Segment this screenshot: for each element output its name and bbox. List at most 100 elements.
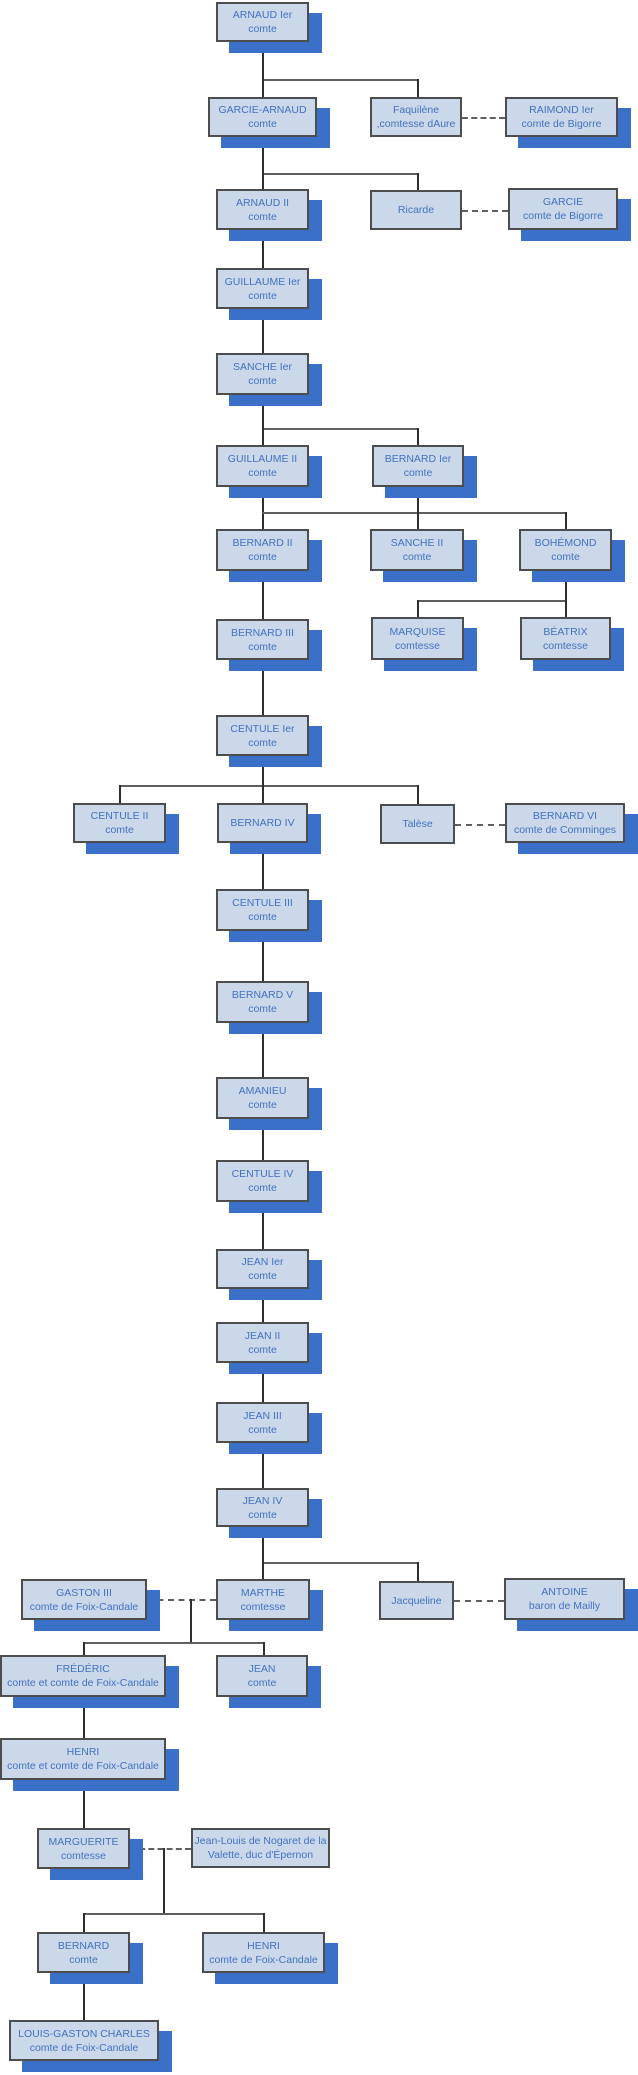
person-title: comtesse [543,639,588,652]
descent-line [262,428,418,430]
descent-line [262,79,418,81]
descent-line [417,785,419,804]
person-title: comtesse [395,639,440,652]
descent-line [263,1642,265,1655]
descent-line [163,1848,165,1913]
person-name: JEAN III [243,1409,282,1422]
person-title: comtesse [240,1600,286,1613]
person-title: comte [248,551,277,563]
person-title: comte [248,1423,277,1436]
descent-line [262,843,264,889]
person-name: JEAN IV [242,1494,283,1507]
person-name: GUILLAUME Ier [224,275,301,288]
person-name: LOUIS-GASTON CHARLES [18,2027,150,2040]
descent-line [262,1289,264,1322]
person-title: comte de Foix-Candale [209,1953,318,1966]
person-title: comte de Foix-Candale [29,1600,139,1613]
person-name: HENRI [66,1746,100,1758]
person-title: comte et comte de Foix-Candale [7,1677,159,1689]
descent-line [417,487,419,512]
marriage-dashed-line [454,1600,504,1602]
person-name: BERNARD [57,1939,110,1952]
descent-line [83,1913,264,1915]
descent-line [262,660,264,715]
person-title: Valette, duc d'Épernon [207,1849,314,1861]
person-title: baron de Mailly [528,1600,601,1612]
person-name: SANCHE II [390,537,444,549]
person-box-bernard-4: BERNARD IV [217,803,308,843]
descent-line [262,756,264,785]
descent-line [417,512,419,529]
descent-line [119,785,418,787]
descent-line [262,512,566,514]
descent-line [83,1642,85,1655]
person-box-ricarde: Ricarde [370,190,462,230]
descent-line [83,1642,264,1644]
descent-line [565,512,567,529]
person-title: comte de Foix-Candale [29,2041,139,2054]
person-name: GUILLAUME II [227,453,298,465]
person-name: CENTULE IV [231,1168,294,1180]
person-title: comte [69,1953,98,1966]
descent-line [83,1780,85,1828]
person-name: MARQUISE [389,625,446,638]
person-title: comte [248,23,277,35]
person-title: comte [248,289,277,302]
marriage-dashed-line [147,1599,216,1601]
person-title: comte [248,1182,277,1194]
person-title: comte [248,640,277,653]
person-name: Faquilène [392,104,440,116]
person-title: comte [248,1343,277,1356]
person-title: comte [247,1677,277,1689]
person-title: comte [248,1508,277,1521]
descent-line [83,1913,85,1932]
person-name: Jacqueline [391,1594,442,1607]
person-name: JEAN II [244,1329,281,1342]
person-name: BERNARD IV [230,817,295,829]
person-name: ARNAUD II [235,196,290,209]
person-name: ANTOINE [541,1586,588,1598]
descent-line [83,1973,85,2020]
marriage-dashed-line [455,824,505,826]
descent-line [262,428,264,445]
descent-line [565,600,567,617]
person-title: comte [248,736,277,749]
person-name: CENTULE III [232,897,293,909]
descent-line [417,600,419,617]
person-name: CENTULE Ier [230,722,295,735]
person-name: MARGUERITE [48,1835,119,1848]
person-box-talese: Talèse [380,804,455,844]
descent-line [262,1527,264,1562]
person-name: GASTON III [56,1586,112,1599]
descent-line [262,487,264,529]
person-box-centule-4: CENTULE IV comte [216,1160,309,1202]
descent-line [417,600,566,602]
person-name: BERNARD III [230,626,294,639]
descent-line [262,137,264,173]
person-name: BOHÉMOND [534,537,597,549]
descent-line [565,571,567,600]
descent-line [417,428,419,445]
descent-line [262,1443,264,1488]
person-name: CENTULE II [90,810,149,822]
descent-line [262,173,418,175]
descent-line [262,1363,264,1402]
descent-line [417,173,419,190]
person-name: BÉATRIX [543,625,588,638]
person-name: BERNARD Ier [384,453,452,465]
person-title: comte [248,118,277,130]
